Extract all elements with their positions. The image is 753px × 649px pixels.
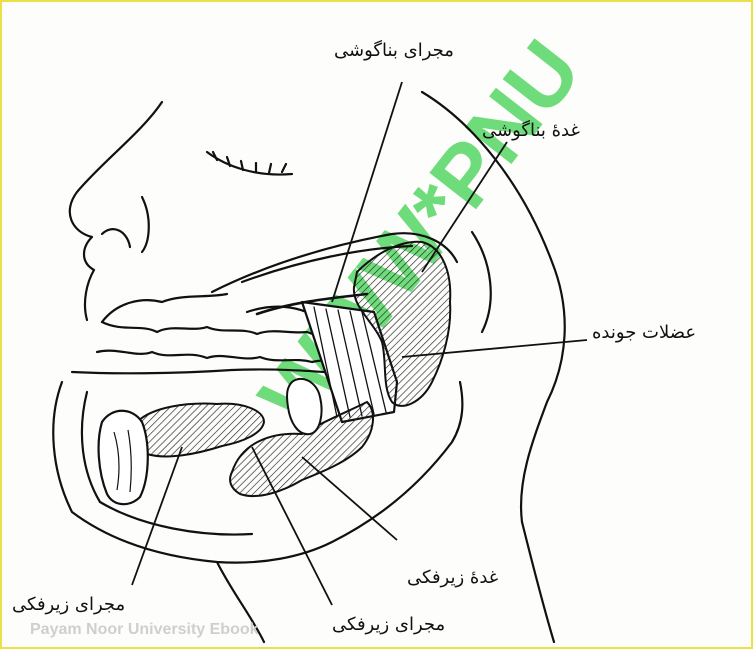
leader-submandibular-gland	[302, 457, 397, 540]
nose-crease	[142, 197, 149, 252]
label-submandibular-gland: غدهٔ زیرفکی	[407, 567, 498, 588]
label-masseter: عضلات جونده	[592, 322, 696, 343]
small-gland	[287, 379, 321, 434]
lower-tooth-root	[99, 411, 148, 504]
eye	[207, 152, 292, 175]
nostril	[102, 229, 130, 247]
label-submandibular-duct-bottom: مجرای زیرفکی	[332, 614, 445, 635]
neck-line-right	[522, 522, 554, 642]
label-submandibular-duct-left: مجرای زیرفکی	[12, 594, 125, 615]
label-parotid-gland: غدهٔ بناگوشی	[482, 120, 580, 141]
ear-inner	[472, 232, 491, 332]
sublingual-gland	[133, 404, 264, 457]
label-parotid-duct: مجرای بناگوشی	[334, 40, 454, 61]
footer-watermark: Payam Noor University Ebook	[30, 621, 259, 639]
upper-gum	[102, 294, 227, 322]
